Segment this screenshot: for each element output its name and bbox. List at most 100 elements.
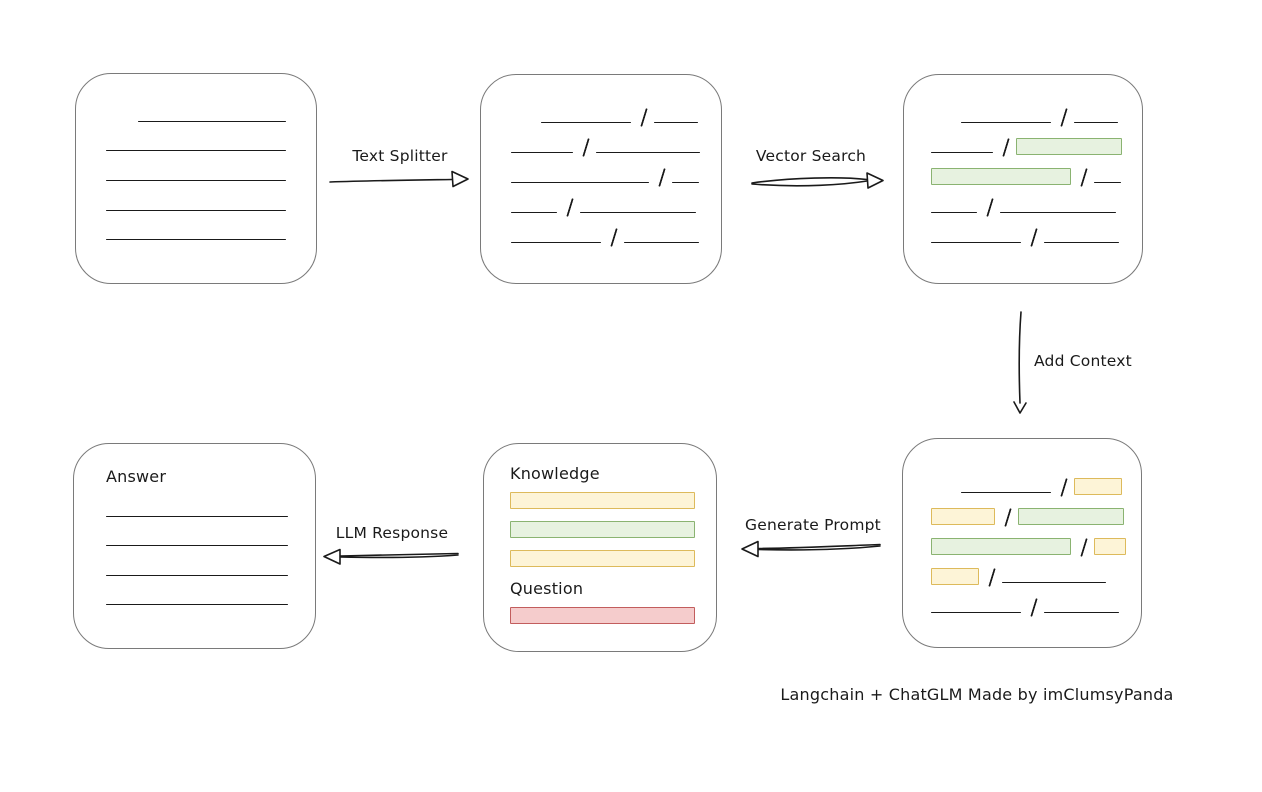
text-line: [1044, 242, 1119, 243]
text-line: [1044, 612, 1119, 613]
text-splitter-arrow: [329, 170, 469, 188]
text-row: [511, 157, 721, 187]
text-line: [106, 209, 286, 211]
text-line: [931, 212, 977, 213]
text-line: [511, 152, 573, 153]
llm-response-arrow: [323, 548, 459, 565]
knowledge-bar-yellow-2: [510, 550, 695, 567]
text-row: [106, 126, 316, 156]
text-row: [931, 557, 1141, 587]
text-row: [106, 491, 315, 521]
text-line: [931, 152, 993, 153]
attribution-caption: Langchain + ChatGLM Made by imClumsyPand…: [780, 685, 1174, 704]
yellow-highlight: [1074, 478, 1122, 495]
context-chunks-node: [902, 438, 1142, 648]
text-line: [596, 152, 700, 153]
question-bar-red: [510, 607, 695, 624]
slash-separator: [1058, 478, 1067, 497]
text-line: [106, 545, 288, 546]
text-line: [106, 180, 286, 182]
slash-separator: [1002, 508, 1011, 527]
slash-separator: [1078, 168, 1087, 187]
split-chunks-node: [480, 74, 722, 284]
text-row: [106, 550, 315, 580]
slash-separator: [984, 198, 993, 217]
answer-node: Answer: [73, 443, 316, 649]
generate-prompt-label: Generate Prompt: [745, 516, 881, 534]
text-line: [672, 182, 699, 183]
green-highlight: [931, 538, 1071, 555]
slash-separator: [564, 198, 573, 217]
text-row: [931, 497, 1141, 527]
vector-search-arrow: [751, 172, 884, 189]
text-line: [1074, 122, 1118, 123]
text-line: [961, 122, 1051, 123]
green-highlight: [1016, 138, 1122, 155]
question-heading: Question: [510, 579, 584, 598]
text-row: [511, 187, 721, 217]
green-highlight: [1018, 508, 1124, 525]
knowledge-bar-yellow-1: [510, 492, 695, 509]
text-row: [931, 157, 1142, 187]
text-row: [931, 587, 1141, 617]
text-line: [1000, 212, 1116, 213]
slash-separator: [1028, 228, 1037, 247]
knowledge-heading: Knowledge: [510, 464, 600, 483]
slash-separator: [1058, 108, 1067, 127]
text-line: [541, 122, 631, 123]
answer-heading: Answer: [106, 467, 167, 486]
text-line: [511, 212, 557, 213]
text-row: [511, 127, 721, 157]
text-line: [1002, 582, 1106, 583]
text-row: [511, 217, 721, 247]
text-line: [106, 239, 286, 241]
prompt-node: Knowledge Question: [483, 443, 717, 652]
text-line: [106, 150, 286, 152]
add-context-label: Add Context: [1034, 352, 1132, 370]
text-line: [931, 612, 1021, 613]
text-line: [624, 242, 699, 243]
text-row: [931, 527, 1141, 557]
llm-response-label: LLM Response: [335, 524, 449, 542]
yellow-highlight: [1094, 538, 1126, 555]
slash-separator: [1078, 538, 1087, 557]
text-row: [931, 467, 1141, 497]
generate-prompt-arrow: [741, 540, 881, 558]
text-row: [106, 185, 316, 215]
text-row: [106, 155, 316, 185]
text-row: [931, 97, 1142, 127]
text-row: [106, 521, 315, 551]
text-row: [931, 187, 1142, 217]
text-row: [931, 217, 1142, 247]
document-node: [75, 73, 317, 284]
slash-separator: [580, 138, 589, 157]
slash-separator: [608, 228, 617, 247]
answer-lines: [106, 491, 315, 609]
slash-separator: [656, 168, 665, 187]
yellow-highlight: [931, 568, 979, 585]
text-line: [511, 242, 601, 243]
vector-search-label: Vector Search: [755, 147, 867, 165]
text-line: [106, 515, 288, 517]
text-line: [580, 212, 696, 213]
slash-separator: [1028, 598, 1037, 617]
text-row: [106, 580, 315, 610]
text-row: [106, 215, 316, 245]
text-line: [654, 122, 698, 123]
matched-chunks-node: [903, 74, 1143, 284]
text-row: [931, 127, 1142, 157]
knowledge-bar-green: [510, 521, 695, 538]
text-line: [106, 604, 288, 605]
slash-separator: [986, 568, 995, 587]
text-splitter-label: Text Splitter: [352, 147, 448, 165]
text-line: [138, 120, 286, 122]
slash-separator: [638, 108, 647, 127]
add-context-arrow: [1013, 311, 1027, 414]
text-row: [511, 97, 721, 127]
text-line: [511, 182, 649, 183]
text-line: [1094, 182, 1121, 183]
text-line: [961, 492, 1051, 493]
text-line: [931, 242, 1021, 243]
text-line: [106, 574, 288, 576]
